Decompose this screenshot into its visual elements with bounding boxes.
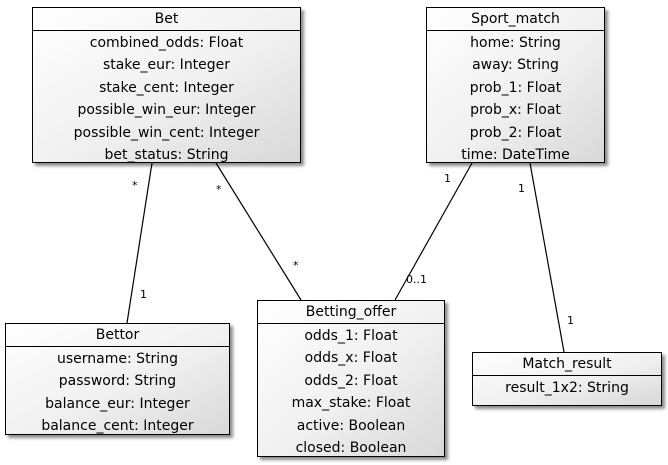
multiplicity-bet-offer-offer-end: * [293, 259, 299, 272]
association-sport-match-match-result [529, 162, 565, 353]
attribute: possible_win_eur: Integer [77, 102, 256, 119]
attribute: prob_x: Float [470, 102, 561, 119]
multiplicity-match-result-result-end: 1 [567, 314, 574, 327]
class-sport-match-name: Sport_match [427, 8, 604, 31]
attribute: password: String [58, 373, 177, 390]
attribute: combined_odds: Float [89, 35, 244, 51]
class-sport-match[interactable]: Sport_match home: String away: String pr… [426, 7, 605, 163]
multiplicity-bet-bettor-bettor-end: 1 [140, 288, 147, 301]
attribute: closed: Boolean [295, 439, 407, 456]
attribute: prob_2: Float [469, 124, 562, 141]
attribute: odds_1: Float [304, 328, 398, 344]
attribute: balance_eur: Integer [45, 395, 190, 412]
attribute: stake_eur: Integer [102, 57, 231, 74]
class-bettor-name: Bettor [6, 324, 229, 347]
attribute: away: String [472, 57, 559, 74]
attribute: username: String [57, 351, 178, 367]
class-match-result-name: Match_result [473, 353, 661, 376]
class-bet-name: Bet [33, 8, 300, 31]
class-bet-attributes: combined_odds: Float stake_eur: Integer … [33, 31, 300, 166]
class-sport-match-attributes: home: String away: String prob_1: Float … [427, 31, 604, 166]
association-bet-betting-offer [215, 162, 302, 301]
attribute: bet_status: String [104, 146, 229, 163]
multiplicity-match-result-match-end: 1 [518, 182, 525, 195]
attribute: home: String [470, 35, 561, 51]
class-match-result[interactable]: Match_result result_1x2: String [472, 352, 662, 406]
attribute: stake_cent: Integer [99, 79, 234, 96]
multiplicity-bet-bettor-bet-end: * [132, 179, 138, 192]
attribute: possible_win_cent: Integer [73, 124, 260, 141]
multiplicity-bet-offer-bet-end: * [216, 183, 222, 196]
attribute: balance_cent: Integer [41, 418, 194, 435]
attribute: time: DateTime [461, 146, 570, 163]
attribute: odds_2: Float [304, 372, 398, 389]
class-bettor[interactable]: Bettor username: String password: String… [5, 323, 230, 435]
class-bettor-attributes: username: String password: String balanc… [6, 347, 229, 438]
attribute: odds_x: Float [304, 350, 398, 367]
attribute: result_1x2: String [505, 380, 629, 396]
attribute: prob_1: Float [469, 79, 562, 96]
class-bet[interactable]: Bet combined_odds: Float stake_eur: Inte… [32, 7, 301, 163]
attribute: active: Boolean [296, 417, 406, 434]
class-match-result-attributes: result_1x2: String [473, 376, 661, 399]
association-sport-match-betting-offer [394, 162, 473, 301]
multiplicity-match-offer-match-end: 1 [444, 172, 451, 185]
multiplicity-match-offer-offer-end: 0..1 [406, 273, 427, 286]
class-betting-offer[interactable]: Betting_offer odds_1: Float odds_x: Floa… [257, 300, 445, 457]
class-betting-offer-name: Betting_offer [258, 301, 444, 324]
attribute: max_stake: Float [291, 395, 411, 412]
association-bet-bettor [126, 162, 153, 324]
class-betting-offer-attributes: odds_1: Float odds_x: Float odds_2: Floa… [258, 324, 444, 459]
